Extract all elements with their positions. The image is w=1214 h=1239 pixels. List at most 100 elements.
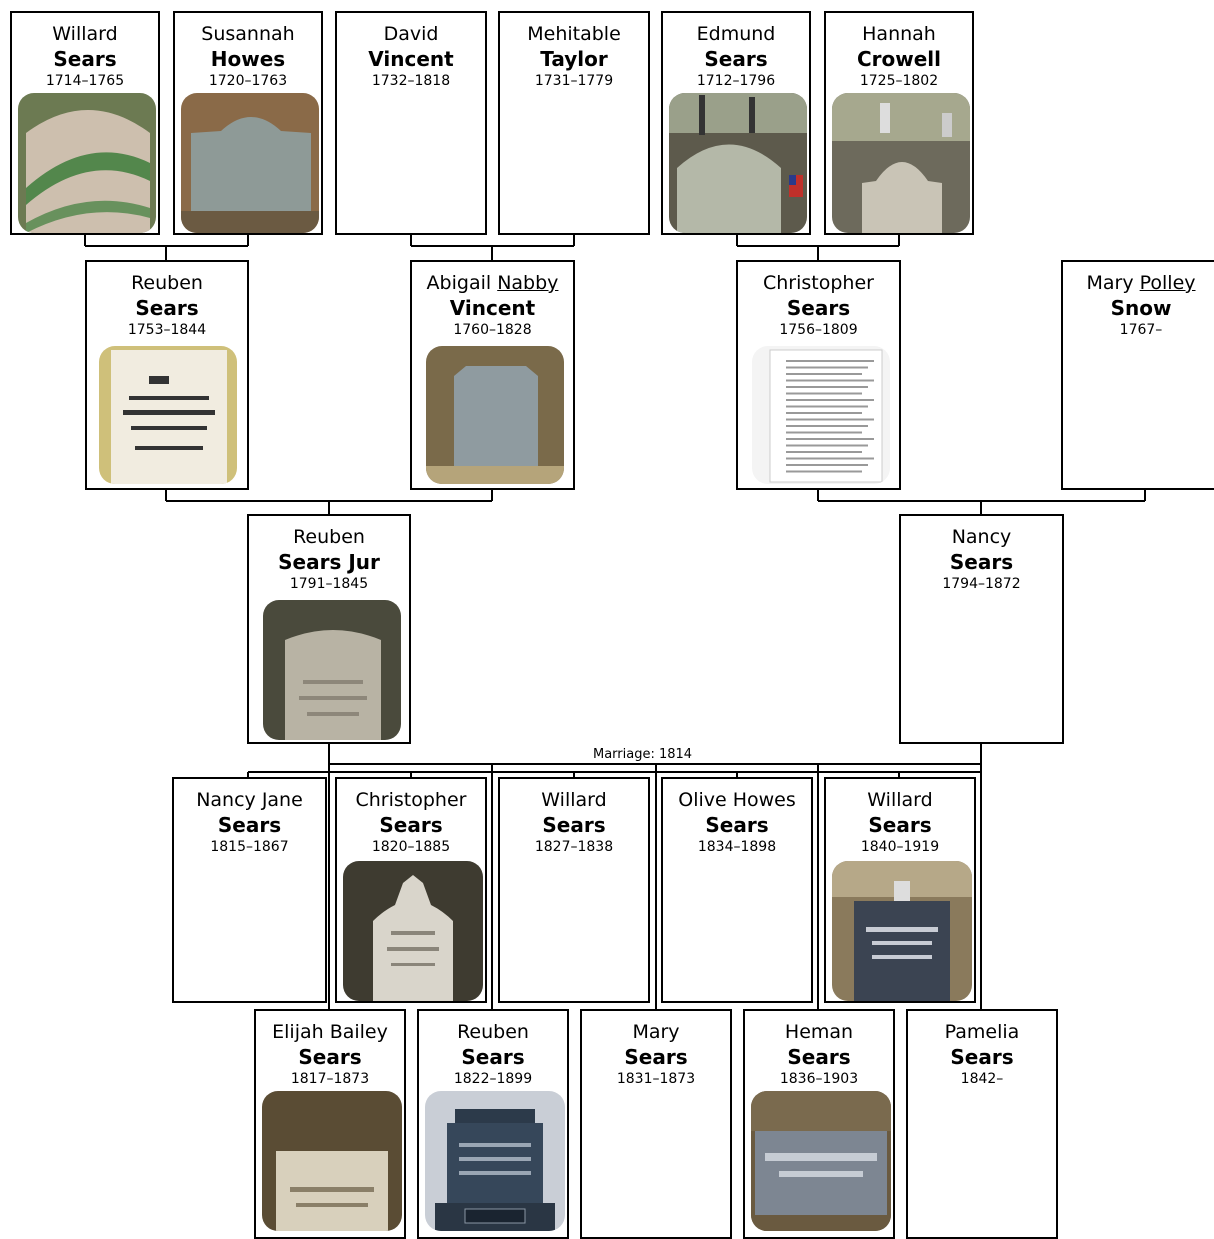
person-given-name: Abigail Nabby xyxy=(412,271,573,295)
person-surname: Sears xyxy=(379,813,443,837)
person-surname: Sears xyxy=(624,1045,688,1069)
given-name-text: Mary xyxy=(1086,272,1134,294)
person-dates: 1822–1899 xyxy=(453,1071,533,1087)
person-surname: Taylor xyxy=(540,47,608,71)
person-surname: Sears xyxy=(53,47,117,71)
gravestone-dark-granite-icon[interactable] xyxy=(832,861,972,1001)
person-surname: Sears xyxy=(950,1045,1014,1069)
person-given-name: Mehitable xyxy=(500,22,648,46)
person-dates: 1840–1919 xyxy=(860,839,940,855)
given-name-text: Willard xyxy=(52,23,118,45)
gravestone-green-lichen-icon[interactable] xyxy=(18,93,156,233)
given-name-text: Heman xyxy=(784,1021,854,1043)
person-dates: 1760–1828 xyxy=(453,322,532,338)
person-dates: 1827–1838 xyxy=(534,839,614,855)
given-name-text: Nancy xyxy=(951,526,1012,548)
person-given-name: Willard xyxy=(12,22,158,46)
person-given-name: Mary xyxy=(582,1020,730,1044)
person-given-name: Reuben xyxy=(87,271,247,295)
given-name-text: Olive Howes xyxy=(678,789,796,811)
person-dates: 1756–1809 xyxy=(779,322,858,338)
document-page-icon[interactable] xyxy=(752,346,890,484)
person-surname: Sears xyxy=(217,813,282,837)
gravestone-inscribed-white-icon[interactable] xyxy=(99,346,237,484)
person-surname: Sears xyxy=(787,1045,851,1069)
person-given-name: Nancy xyxy=(901,525,1062,549)
person-given-name: Mary Polley xyxy=(1063,271,1214,295)
gravestone-lichen-icon[interactable] xyxy=(262,1091,402,1231)
person-dates: 1767– xyxy=(1119,322,1163,338)
person-given-name: Willard xyxy=(500,788,648,812)
gravestone-arched-white-icon[interactable] xyxy=(343,861,483,1001)
person-dates: 1791–1845 xyxy=(289,576,369,592)
gravestone-gray-slate-icon[interactable] xyxy=(181,93,319,233)
person-given-name: Heman xyxy=(745,1020,893,1044)
person-dates: 1725–1802 xyxy=(859,73,939,89)
person-surname: Sears xyxy=(461,1045,525,1069)
person-given-name: David xyxy=(337,22,485,46)
gravestone-flat-name-icon[interactable] xyxy=(751,1091,891,1231)
gravestone-cemetery-flag-icon[interactable] xyxy=(669,93,807,233)
person-surname: Howes xyxy=(210,47,286,71)
person-surname: Sears xyxy=(786,296,851,320)
gravestone-gray-tall-icon[interactable] xyxy=(426,346,564,484)
person-surname: Vincent xyxy=(449,296,536,320)
person-surname: Snow xyxy=(1110,296,1172,320)
person-given-name: Reuben xyxy=(419,1020,567,1044)
person-surname: Sears Jur xyxy=(278,550,380,574)
person-surname: Sears xyxy=(704,47,768,71)
gravestone-cemetery-icon[interactable] xyxy=(832,93,970,233)
person-surname: Crowell xyxy=(856,47,942,71)
person-dates: 1732–1818 xyxy=(371,73,451,89)
given-name-text: Reuben xyxy=(293,526,365,548)
person-dates: 1720–1763 xyxy=(208,73,288,89)
given-name-text: Edmund xyxy=(696,23,776,45)
monument-dark-icon[interactable] xyxy=(425,1091,565,1231)
person-dates: 1834–1898 xyxy=(697,839,777,855)
person-given-name: Edmund xyxy=(663,22,809,46)
person-surname: Vincent xyxy=(368,47,454,71)
person-given-name: Christopher xyxy=(738,271,899,295)
given-name-text: Reuben xyxy=(131,272,203,294)
person-dates: 1836–1903 xyxy=(779,1071,859,1087)
person-dates: 1753–1844 xyxy=(127,322,207,338)
given-name-text: Christopher xyxy=(355,789,467,811)
given-name-text: Willard xyxy=(867,789,933,811)
gravestone-weathered-icon[interactable] xyxy=(263,600,401,740)
person-surname: Sears xyxy=(705,813,769,837)
person-dates: 1731–1779 xyxy=(534,73,614,89)
person-dates: 1842– xyxy=(960,1071,1004,1087)
person-given-name: Willard xyxy=(826,788,974,812)
given-name-text: Pamelia xyxy=(944,1021,1020,1043)
given-name-text: Elijah Bailey xyxy=(272,1021,388,1043)
person-given-name: Reuben xyxy=(249,525,409,549)
given-name-text: Mehitable xyxy=(527,23,621,45)
person-surname: Sears xyxy=(949,550,1014,574)
person-given-name: Hannah xyxy=(826,22,972,46)
person-surname: Sears xyxy=(298,1045,362,1069)
person-given-name: Pamelia xyxy=(908,1020,1056,1044)
